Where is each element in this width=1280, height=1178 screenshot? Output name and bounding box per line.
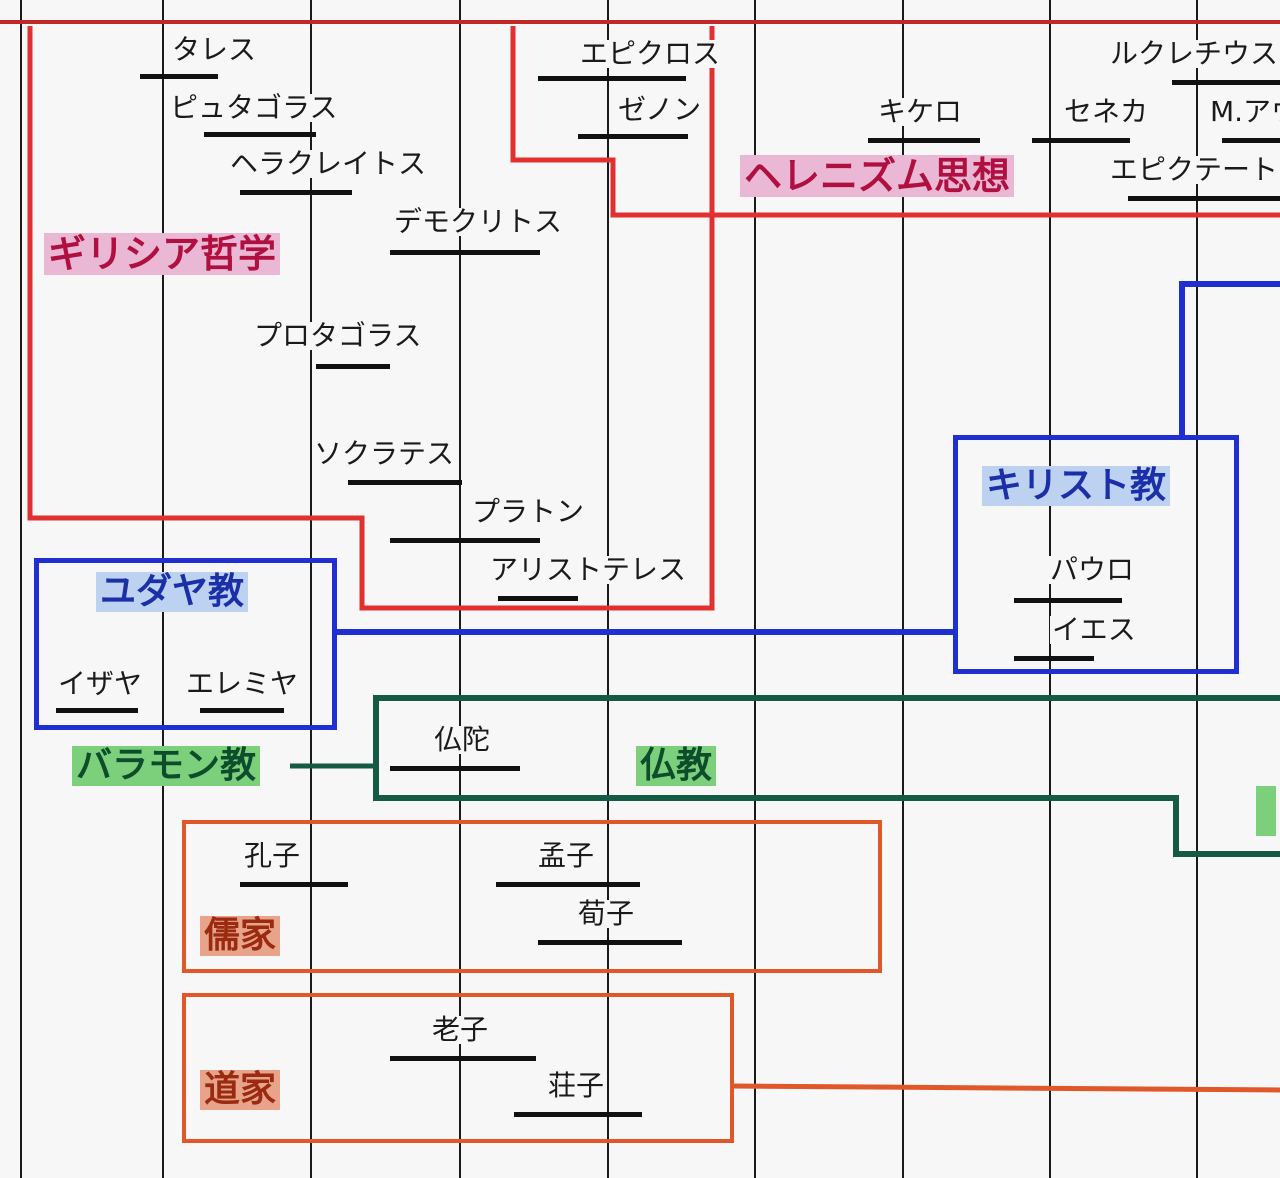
hellenism-region-outline bbox=[510, 26, 1280, 218]
lifespan-bar bbox=[1014, 598, 1122, 603]
taoism-connector-line bbox=[731, 1083, 1280, 1093]
person-epicurus: エピクロス bbox=[578, 37, 723, 70]
lifespan-bar bbox=[1222, 138, 1280, 143]
buddhism-label-edge bbox=[1256, 786, 1276, 836]
person-confucius: 孔子 bbox=[242, 839, 303, 872]
taoism-label: 道家 bbox=[200, 1070, 281, 1110]
grid-line bbox=[607, 0, 609, 1178]
judaism-label: ユダヤ教 bbox=[96, 572, 249, 612]
lifespan-bar bbox=[390, 538, 540, 543]
lifespan-bar bbox=[498, 596, 578, 601]
confucianism-box bbox=[182, 820, 882, 973]
lifespan-bar bbox=[390, 250, 540, 255]
grid-line bbox=[1196, 0, 1198, 1178]
lifespan-bar bbox=[140, 74, 218, 79]
top-border bbox=[0, 20, 1280, 24]
person-buddha: 仏陀 bbox=[432, 723, 493, 756]
grid-line bbox=[20, 0, 22, 1178]
person-aristotle: アリストテレス bbox=[488, 553, 689, 586]
christianity-box bbox=[953, 435, 1239, 674]
lifespan-bar bbox=[316, 364, 390, 369]
lifespan-bar bbox=[348, 480, 462, 485]
person-jeremiah: エレミヤ bbox=[184, 667, 301, 700]
person-socrates: ソクラテス bbox=[312, 437, 457, 470]
person-paul: パウロ bbox=[1048, 553, 1137, 586]
person-isaiah: イザヤ bbox=[56, 667, 145, 700]
person-marcus-aurelius: M.アウ bbox=[1208, 98, 1280, 126]
lifespan-bar bbox=[578, 134, 688, 139]
person-protagoras: プロタゴラス bbox=[252, 319, 424, 352]
grid-line bbox=[1049, 0, 1051, 1178]
christianity-label: キリスト教 bbox=[982, 466, 1171, 506]
judaism-box bbox=[34, 558, 337, 730]
person-jesus: イエス bbox=[1050, 613, 1138, 646]
confucianism-label: 儒家 bbox=[200, 916, 281, 956]
hellenism-label: ヘレニズム思想 bbox=[740, 155, 1015, 197]
lifespan-bar bbox=[538, 940, 682, 945]
lifespan-bar bbox=[240, 882, 348, 887]
lifespan-bar bbox=[240, 190, 352, 195]
greek-philosophy-label: ギリシア哲学 bbox=[44, 233, 281, 275]
lifespan-bar bbox=[1128, 196, 1280, 201]
lifespan-bar bbox=[514, 1112, 642, 1117]
lifespan-bar bbox=[204, 132, 316, 137]
person-mencius: 孟子 bbox=[536, 839, 597, 872]
buddhism-label: 仏教 bbox=[636, 746, 717, 786]
lifespan-bar bbox=[1172, 80, 1280, 85]
person-cicero: キケロ bbox=[876, 95, 965, 128]
lifespan-bar bbox=[56, 708, 138, 713]
lifespan-bar bbox=[868, 138, 980, 143]
grid-line bbox=[459, 0, 461, 1178]
person-lucretius: ルクレチウス bbox=[1108, 37, 1280, 70]
person-epictetus: エピクテート bbox=[1108, 153, 1280, 186]
taoism-box bbox=[182, 993, 734, 1143]
lifespan-bar bbox=[1032, 138, 1130, 143]
person-zeno: ゼノン bbox=[616, 93, 704, 126]
lifespan-bar bbox=[538, 76, 686, 81]
person-laozi: 老子 bbox=[430, 1013, 491, 1046]
person-pythagoras: ピュタゴラス bbox=[168, 91, 340, 124]
brahmanism-label: バラモン教 bbox=[72, 746, 261, 786]
lifespan-bar bbox=[496, 882, 640, 887]
christianity-branch-line bbox=[1179, 281, 1280, 438]
person-thales: タレス bbox=[170, 33, 259, 66]
person-xunzi: 荀子 bbox=[576, 897, 637, 930]
lifespan-bar bbox=[1014, 656, 1094, 661]
lifespan-bar bbox=[390, 1056, 536, 1061]
lifespan-bar bbox=[200, 708, 284, 713]
person-plato: プラトン bbox=[470, 495, 587, 528]
grid-line bbox=[902, 0, 904, 1178]
person-seneca: セネカ bbox=[1062, 95, 1151, 128]
greek-region-outline bbox=[27, 26, 715, 611]
grid-line bbox=[310, 0, 312, 1178]
person-heraclitus: ヘラクレイトス bbox=[228, 147, 429, 180]
grid-line bbox=[754, 0, 756, 1178]
buddhism-region-outline bbox=[373, 695, 1280, 857]
person-zhuangzi: 荘子 bbox=[546, 1069, 607, 1102]
lifespan-bar bbox=[390, 766, 520, 771]
person-democritus: デモクリトス bbox=[392, 205, 565, 238]
